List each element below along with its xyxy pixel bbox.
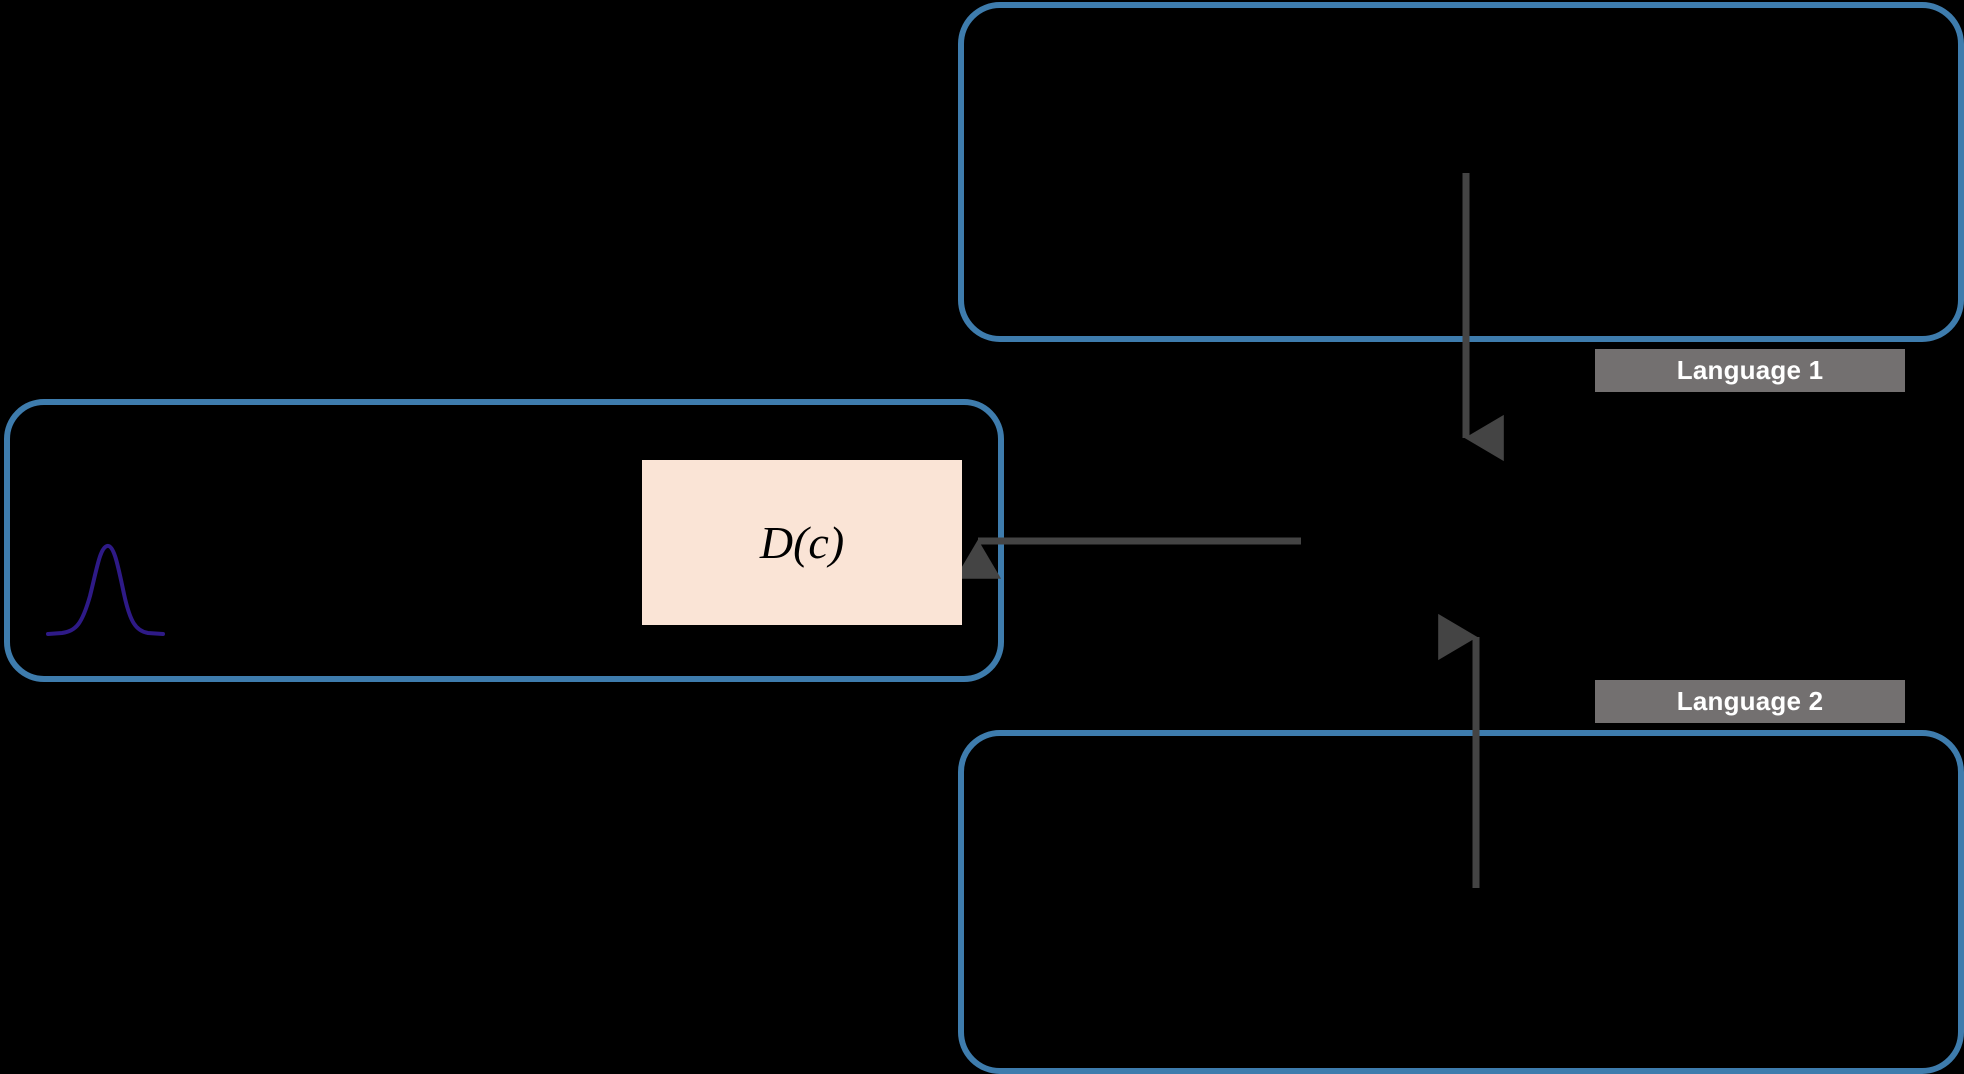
language-1-tag-label: Language 1	[1676, 355, 1824, 385]
language-2-box[interactable]	[958, 730, 1964, 1074]
language-1-box[interactable]	[958, 2, 1964, 342]
distribution-box-label: D(c)	[759, 516, 845, 568]
language-1-tag: Language 1	[1595, 349, 1905, 392]
distribution-box[interactable]: D(c)	[642, 460, 962, 625]
language-2-tag-label: Language 2	[1676, 686, 1824, 716]
language-2-tag: Language 2	[1595, 680, 1905, 723]
